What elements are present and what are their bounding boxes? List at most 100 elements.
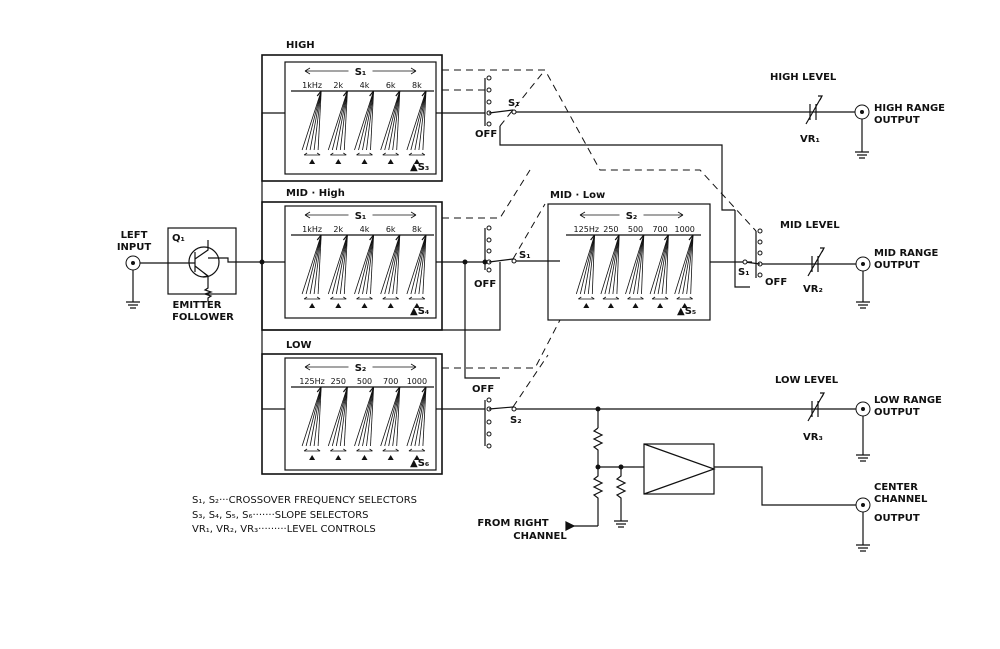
low-tick-label: 250 <box>331 377 346 386</box>
high-slope-fan <box>380 90 401 164</box>
s1-mid-label: S₁ <box>519 250 531 261</box>
center-output-label-3: OUTPUT <box>874 513 920 524</box>
mid-level-control: MID LEVEL VR₂ MID RANGE OUTPUT <box>780 220 938 309</box>
low-slope-fan <box>301 386 322 460</box>
low-block-title: LOW <box>286 340 312 351</box>
s1-high-label: S₁ <box>508 98 520 109</box>
mid-high-slope-fan <box>406 234 427 308</box>
vr2-label: VR₂ <box>803 284 823 295</box>
low-tick-label: 500 <box>357 377 372 386</box>
mid-low-slope-fan <box>674 234 694 308</box>
mid-high-slope-fan <box>380 234 401 308</box>
switch-s2-low: S₂ OFF <box>436 384 805 449</box>
mid-low-slope-fan <box>575 234 596 308</box>
legend-line-2: S₃, S₄, S₅, S₆·······SLOPE SELECTORS <box>192 510 369 521</box>
mid-high-slope-fan <box>327 234 348 308</box>
high-level-label: HIGH LEVEL <box>770 72 837 83</box>
mid-high-block-title: MID · High <box>286 188 345 199</box>
high-slope-fan <box>354 90 375 164</box>
vr3-label: VR₃ <box>803 432 823 443</box>
high-tick-label: 2k <box>333 81 343 90</box>
mid-high-tick-label: 8k <box>412 225 422 234</box>
mid-low-selector-label: S₂ <box>626 211 638 222</box>
mid-low-slope-selector-label: ▲S₅ <box>677 306 696 317</box>
left-input-label-2: INPUT <box>117 242 152 253</box>
mid-high-slope-fan <box>354 234 375 308</box>
mid-low-slope-fan <box>600 234 620 308</box>
mid-low-tick-label: 500 <box>628 225 643 234</box>
mid-low-tick-label: 700 <box>652 225 667 234</box>
high-slope-fan <box>301 90 322 164</box>
legend: S₁, S₂···CROSSOVER FREQUENCY SELECTORS S… <box>192 495 417 535</box>
high-tick-label: 4k <box>360 81 370 90</box>
s1-right-label: S₁ <box>738 267 750 278</box>
emitter-follower-q1: Q₁ EMITTER FOLLOWER <box>140 227 262 323</box>
mid-high-slope-selector-label: ▲S₄ <box>410 306 429 317</box>
follower-label: FOLLOWER <box>172 312 234 323</box>
high-output-label-2: OUTPUT <box>874 115 920 126</box>
mid-high-tick-label: 2k <box>333 225 343 234</box>
low-slope-selector-label: ▲S₆ <box>410 458 429 469</box>
vr1-label: VR₁ <box>800 134 820 145</box>
low-tick-label: 125Hz <box>299 377 324 386</box>
mid-high-tick-label: 4k <box>360 225 370 234</box>
low-slope-fan <box>380 386 401 460</box>
high-tick-label: 6k <box>386 81 396 90</box>
low-slope-fan <box>327 386 348 460</box>
mid-high-tick-label: 6k <box>386 225 396 234</box>
mid-high-slope-fan <box>301 234 322 308</box>
switch-s1-high: S₁ OFF <box>436 75 805 211</box>
high-tick-label: 8k <box>412 81 422 90</box>
off-label-low: OFF <box>472 384 494 395</box>
high-filter-block: HIGH S₁ 1kHz 2k 4k 6k 8k ▲S₃ <box>261 40 443 182</box>
mid-low-slope-fan <box>649 234 669 308</box>
mid-low-filter-block: MID · Low S₂ 125Hz 250 500 700 1000 ▲S₅ <box>547 190 711 321</box>
mid-high-filter-block: MID · High S₁ 1kHz 2k 4k 6k 8k ▲S₄ <box>261 188 443 331</box>
mid-low-slope-fan <box>625 234 645 308</box>
high-selector-label: S₁ <box>355 67 367 78</box>
legend-line-3: VR₁, VR₂, VR₃·········LEVEL CONTROLS <box>192 524 376 535</box>
high-tick-label: 1kHz <box>302 81 322 90</box>
low-tick-label: 1000 <box>407 377 427 386</box>
high-slope-fan <box>327 90 348 164</box>
low-slope-fan <box>354 386 375 460</box>
low-level-control: LOW LEVEL VR₃ LOW RANGE OUTPUT <box>775 375 942 462</box>
off-label-mid: OFF <box>474 279 496 290</box>
high-block-title: HIGH <box>286 40 315 51</box>
mid-low-tick-label: 125Hz <box>574 225 599 234</box>
high-slope-fan <box>406 90 427 164</box>
legend-line-1: S₁, S₂···CROSSOVER FREQUENCY SELECTORS <box>192 495 417 506</box>
mid-high-tick-label: 1kHz <box>302 225 322 234</box>
low-output-label-1: LOW RANGE <box>874 395 942 406</box>
mid-low-tick-label: 250 <box>603 225 618 234</box>
s2-low-label: S₂ <box>510 415 522 426</box>
mid-level-label: MID LEVEL <box>780 220 840 231</box>
off-label-high: OFF <box>475 129 497 140</box>
switch-s1-mid: S₁ OFF <box>436 225 560 379</box>
q1-label: Q₁ <box>172 233 185 244</box>
emitter-label: EMITTER <box>173 300 222 311</box>
mid-high-selector-label: S₁ <box>355 211 367 222</box>
high-slope-selector-label: ▲S₃ <box>410 162 429 173</box>
center-output-label-2: CHANNEL <box>874 494 928 505</box>
off-label-right: OFF <box>765 277 787 288</box>
mid-output-label-2: OUTPUT <box>874 260 920 271</box>
from-right-label-1: FROM RIGHT <box>477 518 548 529</box>
low-level-label: LOW LEVEL <box>775 375 839 386</box>
center-output-label-1: CENTER <box>874 482 918 493</box>
high-output-label-1: HIGH RANGE <box>874 103 945 114</box>
low-output-label-2: OUTPUT <box>874 407 920 418</box>
left-input-label-1: LEFT <box>121 230 148 241</box>
low-selector-label: S₂ <box>355 363 367 374</box>
from-right-label-2: CHANNEL <box>513 531 567 542</box>
center-channel-mixer: CENTER CHANNEL OUTPUT FROM RIGHT CHANNEL <box>477 409 928 552</box>
low-tick-label: 700 <box>383 377 398 386</box>
mid-low-block-title: MID · Low <box>550 190 605 201</box>
low-slope-fan <box>406 386 427 460</box>
mid-output-label-1: MID RANGE <box>874 248 938 259</box>
left-input-jack: LEFT INPUT <box>117 230 152 309</box>
high-level-control: HIGH LEVEL VR₁ HIGH RANGE OUTPUT <box>770 72 945 159</box>
switch-s1-right: S₁ OFF <box>710 210 805 288</box>
mid-low-tick-label: 1000 <box>675 225 695 234</box>
